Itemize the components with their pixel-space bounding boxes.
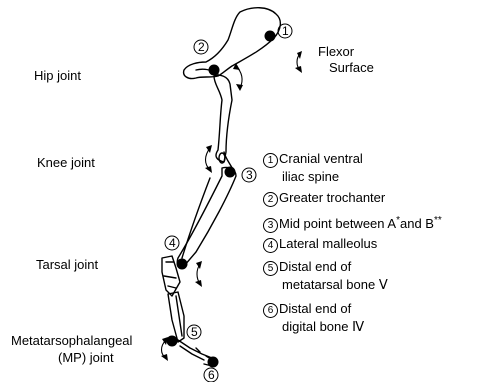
legend-text-4: Lateral malleolus xyxy=(279,236,377,251)
legend-number-4: 4 xyxy=(263,238,278,253)
label-tarsal-joint: Tarsal joint xyxy=(36,257,98,272)
marker-number-4: 4 xyxy=(169,236,176,250)
legend-text-3a: Mid point between A xyxy=(279,216,396,231)
label-hip-joint: Hip joint xyxy=(34,68,81,83)
legend-text-5b: metatarsal bone Ⅴ xyxy=(263,276,388,293)
marker-number-5: 5 xyxy=(191,325,198,339)
marker-dot-3 xyxy=(225,167,236,178)
label-knee-joint: Knee joint xyxy=(37,155,95,170)
legend-number-3: 3 xyxy=(263,218,278,233)
marker-number-2: 2 xyxy=(198,40,205,54)
legend-number-2: 2 xyxy=(263,192,278,207)
legend-number-5: 5 xyxy=(263,261,278,276)
marker-dot-5 xyxy=(167,336,178,347)
label-mp-joint-line1: Metatarsophalangeal xyxy=(11,333,132,348)
legend-star-2: ** xyxy=(434,215,442,226)
tibia-bone xyxy=(177,167,236,266)
marker-number-1: 1 xyxy=(282,24,289,38)
legend-text-3b: and B xyxy=(400,216,434,231)
marker-number-6: 6 xyxy=(208,368,215,382)
legend-text-1b: iliac spine xyxy=(263,168,363,185)
legend-number-1: 1 xyxy=(263,153,278,168)
legend-text-6b: digital bone Ⅳ xyxy=(263,318,364,335)
label-surface: Surface xyxy=(329,60,374,75)
legend-text-6: Distal end of xyxy=(279,301,351,316)
marker-dot-2 xyxy=(209,65,220,76)
femur-bone xyxy=(214,75,232,162)
label-flexor: Flexor xyxy=(318,44,354,59)
marker-number-3: 3 xyxy=(246,168,253,182)
legend-text-2: Greater trochanter xyxy=(279,190,385,205)
marker-dot-4 xyxy=(177,259,188,270)
legend-number-6: 6 xyxy=(263,303,278,318)
label-mp-joint-line2: (MP) joint xyxy=(58,350,114,365)
marker-dot-1 xyxy=(265,31,276,42)
legend-text-1: Cranial ventral xyxy=(279,151,363,166)
legend-text-5: Distal end of xyxy=(279,259,351,274)
marker-dot-6 xyxy=(208,357,219,368)
